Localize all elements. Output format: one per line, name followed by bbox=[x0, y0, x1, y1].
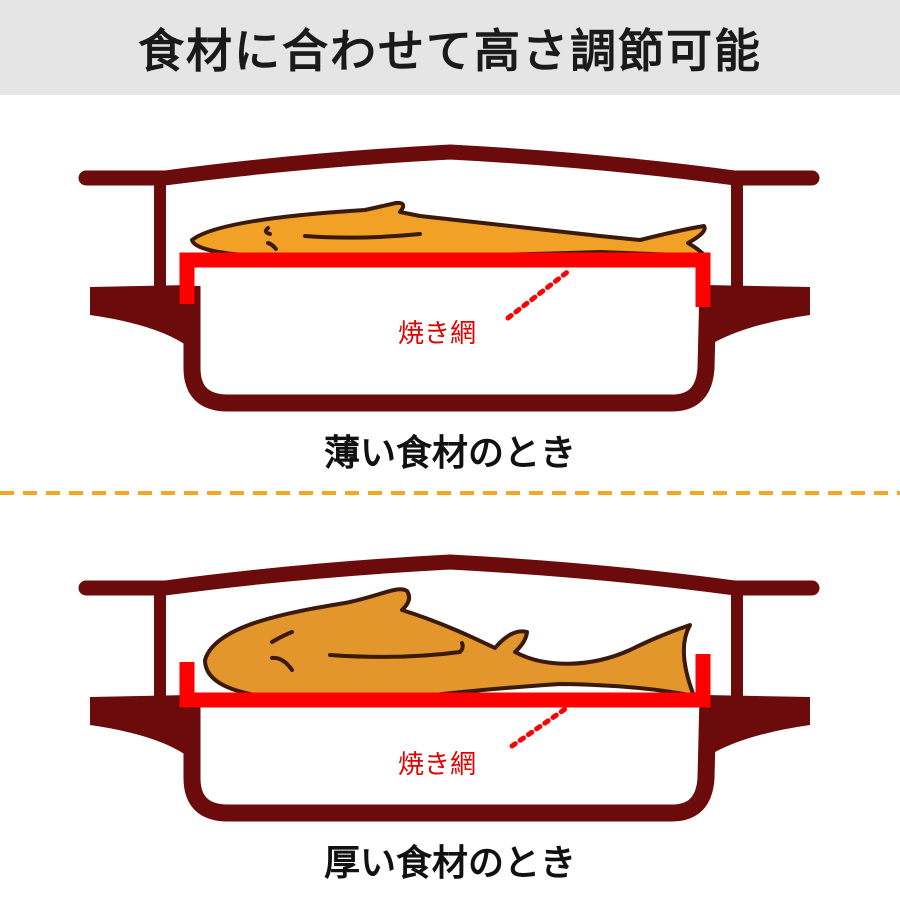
title-banner: 食材に合わせて高さ調節可能 bbox=[0, 0, 900, 95]
caption-thin-food: 薄い食材のとき bbox=[323, 433, 576, 474]
rack-label: 焼き網 bbox=[398, 750, 477, 780]
rack-pointer bbox=[505, 267, 573, 321]
grill-rack-high bbox=[179, 252, 711, 307]
pan-thin-food bbox=[86, 152, 812, 403]
rack-label: 焼き網 bbox=[398, 319, 477, 349]
page-title: 食材に合わせて高さ調節可能 bbox=[138, 23, 762, 78]
fish-thick bbox=[203, 587, 696, 705]
caption-thick-food: 厚い食材のとき bbox=[323, 843, 576, 884]
rack-pointer bbox=[509, 704, 571, 749]
fish-thin bbox=[190, 200, 707, 259]
grill-rack-low bbox=[179, 654, 711, 708]
